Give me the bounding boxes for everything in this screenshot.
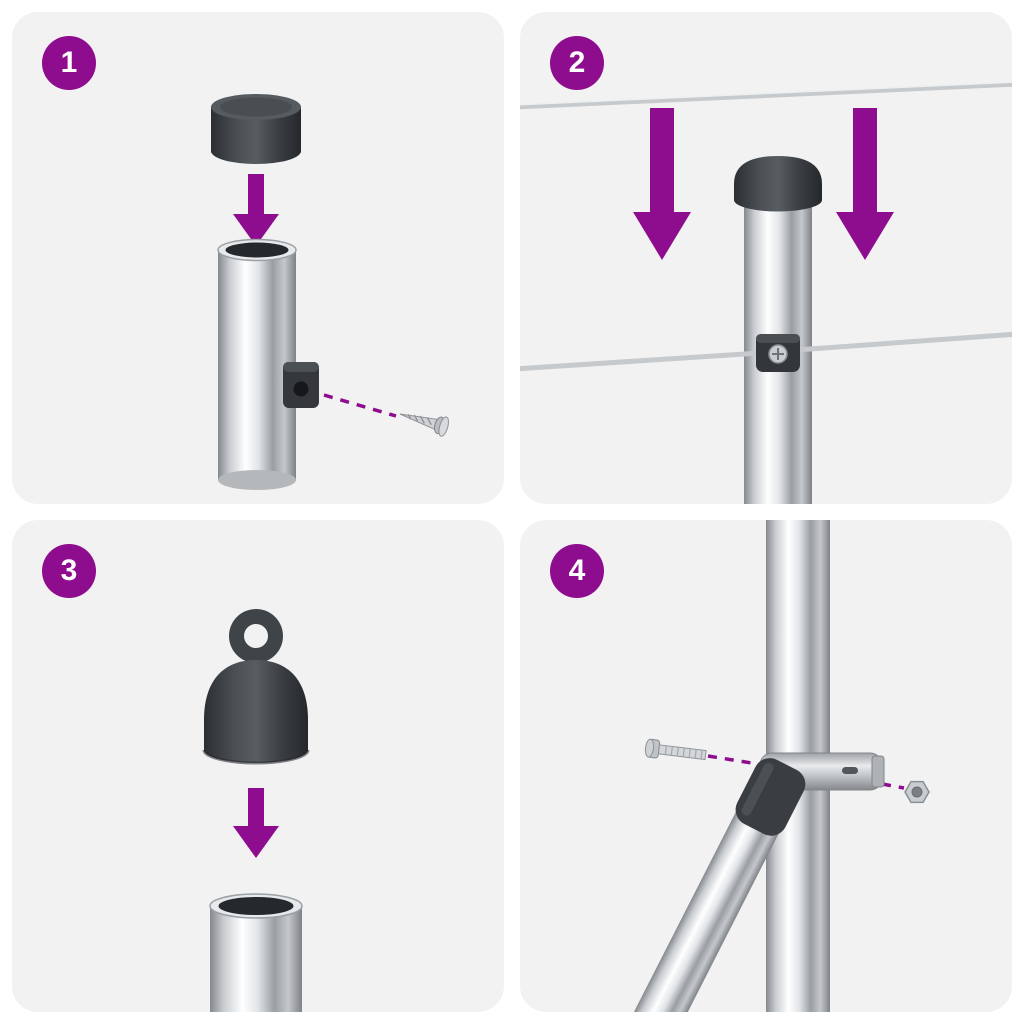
bolt-icon	[644, 738, 707, 761]
down-arrow-icon	[233, 174, 279, 246]
nut-icon	[904, 780, 930, 804]
tension-wire-top	[520, 81, 1012, 110]
diagonal-brace	[600, 758, 806, 1012]
screw-cross-slot	[772, 348, 784, 360]
post-cap	[734, 156, 822, 212]
screw-icon	[399, 413, 449, 437]
wire-clip	[756, 334, 800, 372]
brace-connector	[735, 758, 806, 836]
eyelet-cap	[202, 609, 310, 765]
step-number-badge: 3	[42, 544, 96, 598]
step-number-badge: 4	[550, 544, 604, 598]
down-arrow-icon	[633, 108, 691, 260]
post-cap	[211, 94, 301, 164]
step-4-illustration	[600, 520, 930, 1012]
pole	[217, 238, 297, 490]
pole	[209, 893, 303, 1012]
alignment-dashed-line	[707, 754, 759, 766]
step-panel-3: 3	[12, 520, 504, 1012]
step-2-illustration	[520, 81, 1012, 504]
tension-wire-through-clip	[520, 331, 1012, 372]
step-number-badge: 1	[42, 36, 96, 90]
step-3-illustration	[202, 609, 310, 1012]
step-1-illustration	[211, 94, 449, 490]
step-number: 1	[60, 46, 78, 79]
step-number-badge: 2	[550, 36, 604, 90]
step-number: 2	[568, 46, 586, 79]
wire-clip	[283, 362, 319, 408]
step-panel-1: 1	[12, 12, 504, 504]
down-arrow-icon	[233, 788, 279, 858]
step-panel-2: 2	[520, 12, 1012, 504]
step-panel-4: 4	[520, 520, 1012, 1012]
down-arrow-icon	[836, 108, 894, 260]
alignment-dashed-line	[323, 393, 397, 418]
step-number: 4	[568, 554, 586, 587]
alignment-dashed-line	[881, 782, 905, 790]
step-number: 3	[60, 554, 78, 587]
